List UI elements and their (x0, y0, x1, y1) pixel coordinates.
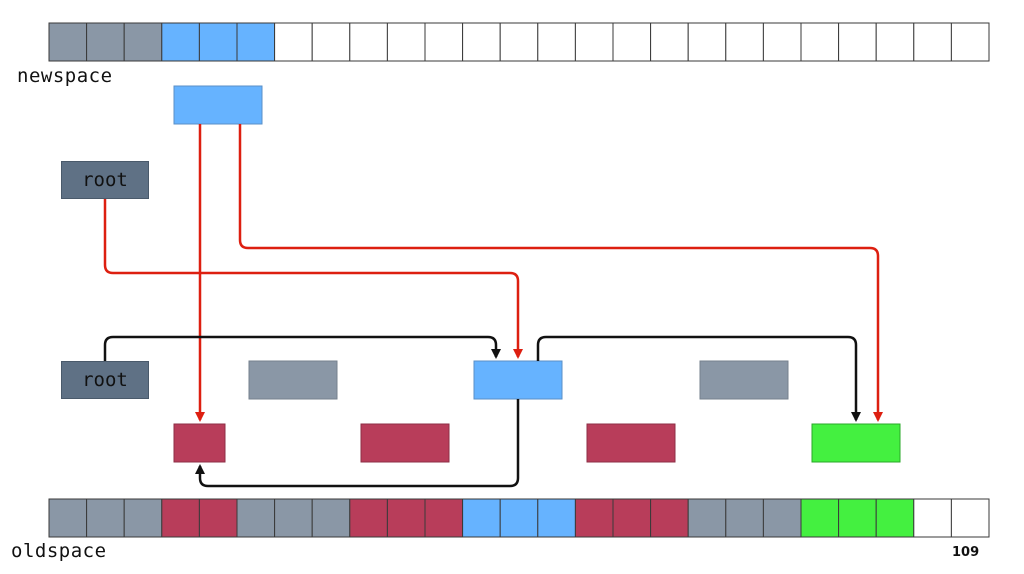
newspace-cell (386, 22, 426, 62)
oldspace-cell (537, 498, 576, 538)
oldspace-cell (838, 498, 877, 538)
oldspace-cell (48, 498, 88, 538)
oldspace-cell (762, 498, 802, 538)
oldspace-cell (913, 498, 952, 538)
oldspace-cell (650, 498, 689, 538)
oldspace-cell (725, 498, 764, 538)
newspace-cell (725, 22, 764, 62)
pointer-root2-to-blue (103, 335, 501, 361)
newspace-cell (424, 22, 464, 62)
pointer-blue-to-green (536, 335, 861, 422)
oldspace-cell (687, 498, 727, 538)
oldspace-cell (86, 498, 125, 538)
newspace-cell (462, 22, 501, 62)
newspace-cell (198, 22, 238, 62)
root-box-top: root (61, 161, 149, 199)
newspace-cell (838, 22, 877, 62)
oldspace-object-grey-2 (699, 360, 789, 400)
oldspace-cell (574, 498, 614, 538)
oldspace-cell (198, 498, 238, 538)
oldspace-strip (48, 498, 990, 538)
page-number: 109 (952, 545, 980, 560)
oldspace-cell (274, 498, 313, 538)
newspace-cell (537, 22, 576, 62)
newspace-cell (236, 22, 276, 62)
oldspace-cell (386, 498, 426, 538)
oldspace-cell (950, 498, 990, 538)
oldspace-cell (462, 498, 501, 538)
newspace-cell (499, 22, 539, 62)
root-label: root (82, 169, 128, 191)
newspace-cell (913, 22, 952, 62)
oldspace-cell (311, 498, 351, 538)
newspace-cell (687, 22, 727, 62)
oldspace-object-green (811, 423, 901, 463)
oldspace-cell (349, 498, 388, 538)
oldspace-object-red-2 (360, 423, 450, 463)
newspace-object (173, 85, 263, 125)
oldspace-object-red-1 (173, 423, 226, 463)
newspace-cell (650, 22, 689, 62)
pointer-newobj-to-green (238, 124, 883, 422)
newspace-cell (311, 22, 351, 62)
oldspace-object-grey-1 (248, 360, 338, 400)
oldspace-object-red-3 (586, 423, 676, 463)
newspace-strip (48, 22, 990, 62)
pointer-blue-to-red1 (195, 399, 520, 488)
newspace-cell (612, 22, 652, 62)
oldspace-cell (875, 498, 915, 538)
oldspace-cell (123, 498, 163, 538)
newspace-label: newspace (17, 65, 113, 87)
newspace-cell (875, 22, 915, 62)
root-box-bottom: root (61, 361, 149, 399)
newspace-cell (349, 22, 388, 62)
newspace-cell (274, 22, 313, 62)
oldspace-cell (499, 498, 539, 538)
pointer-root-to-blue (103, 199, 523, 359)
root-label: root (82, 369, 128, 391)
oldspace-label: oldspace (11, 540, 107, 562)
oldspace-cell (612, 498, 652, 538)
oldspace-cell (424, 498, 464, 538)
newspace-cell (86, 22, 125, 62)
newspace-cell (48, 22, 88, 62)
oldspace-cell (236, 498, 276, 538)
newspace-cell (950, 22, 990, 62)
newspace-cell (574, 22, 614, 62)
oldspace-cell (161, 498, 200, 538)
oldspace-object-blue (473, 360, 563, 400)
newspace-cell (800, 22, 840, 62)
newspace-cell (762, 22, 802, 62)
oldspace-cell (800, 498, 840, 538)
newspace-cell (161, 22, 200, 62)
newspace-cell (123, 22, 163, 62)
